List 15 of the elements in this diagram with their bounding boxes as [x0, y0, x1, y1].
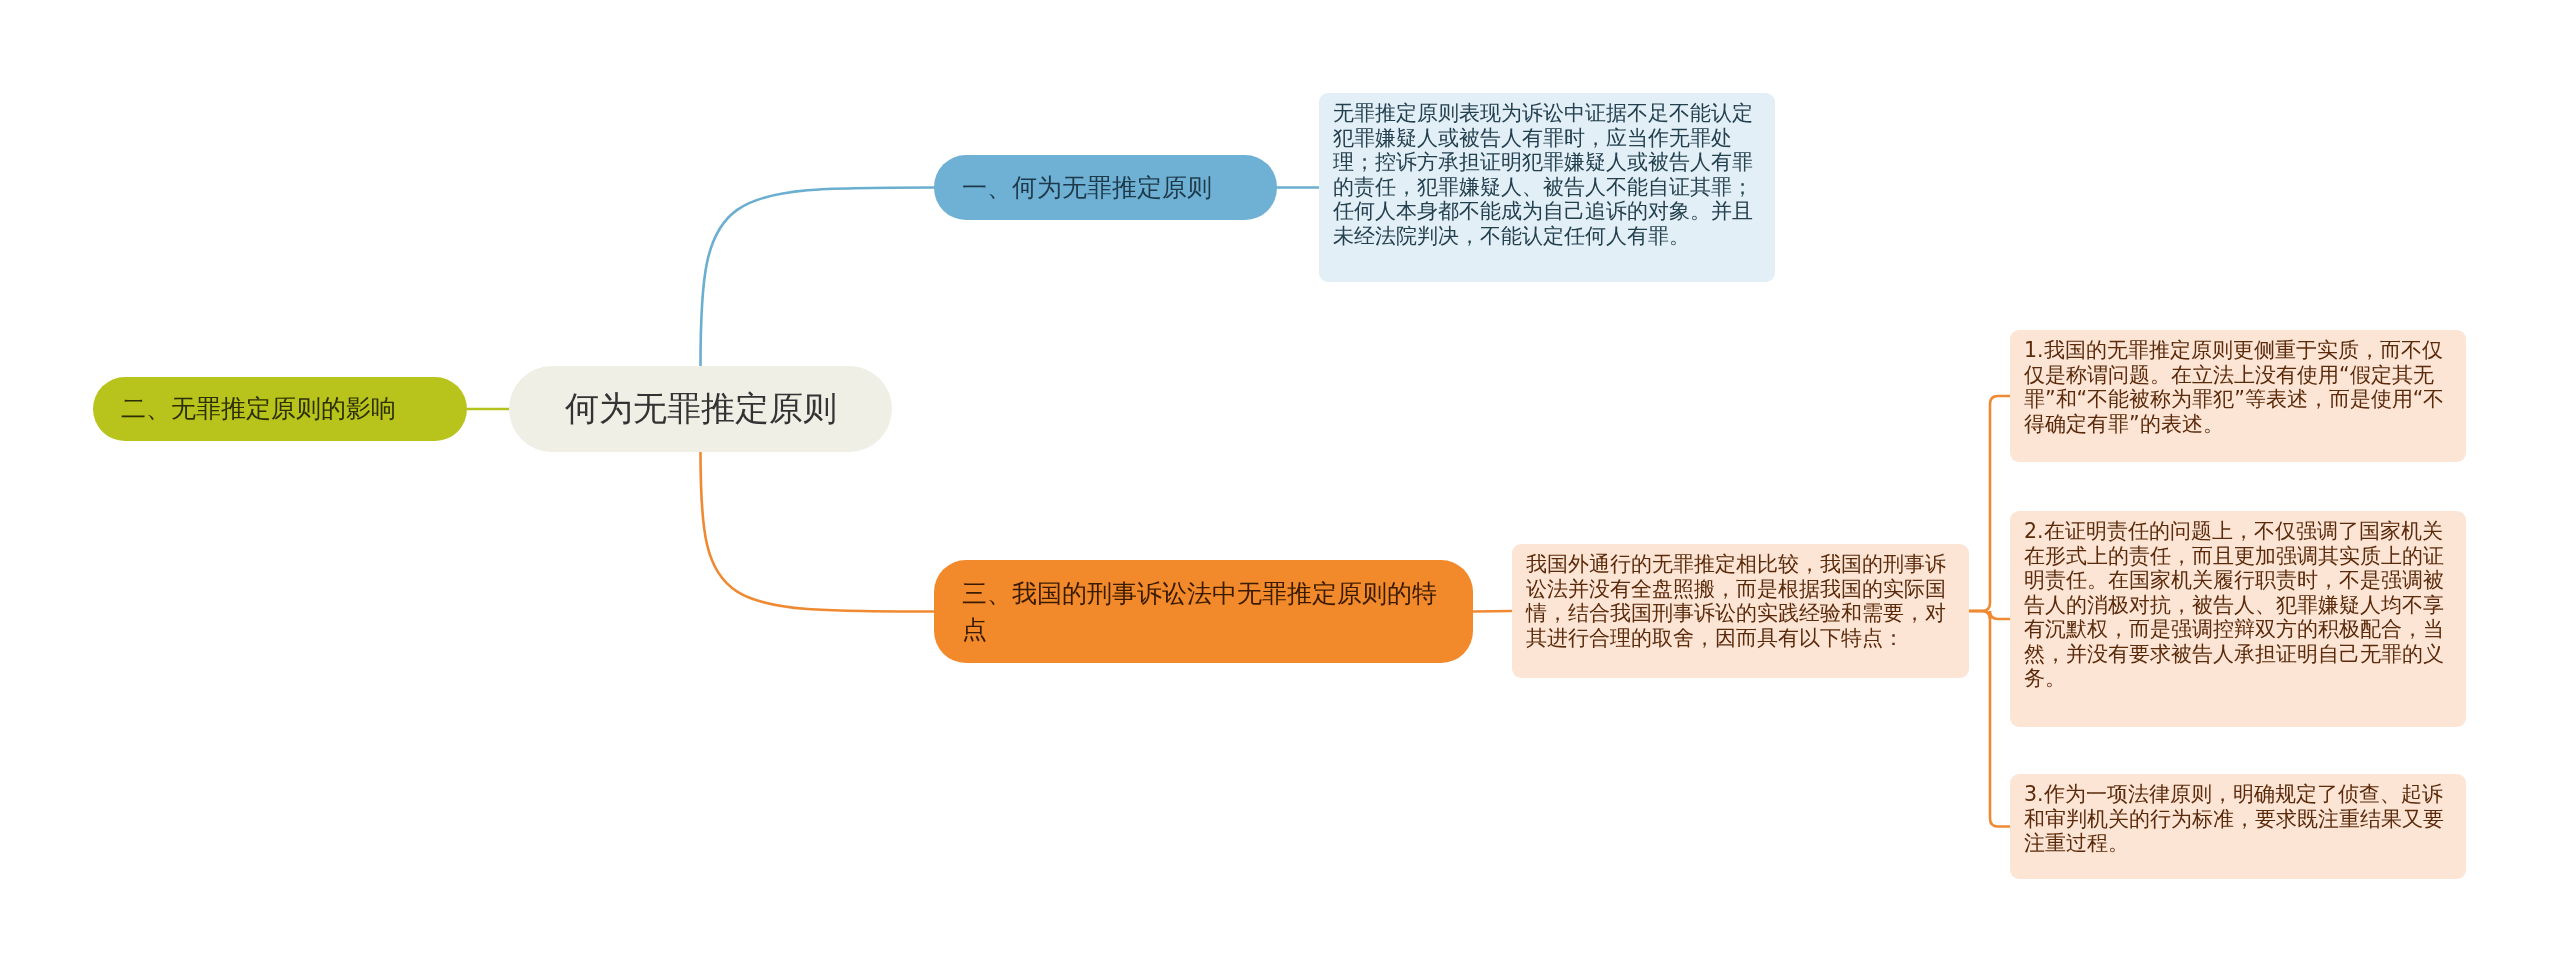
topic-pill: 二、无罪推定原则的影响: [93, 377, 467, 441]
topic-pill: 三、我国的刑事诉讼法中无罪推定原则的特点: [934, 560, 1473, 663]
connector-line: [467, 407, 509, 411]
connector-line: [699, 452, 934, 613]
note-box: 3.作为一项法律原则，明确规定了侦查、起诉和审判机关的行为标准，要求既注重结果又要注重过程。: [2010, 774, 2466, 879]
note-box: 我国外通行的无罪推定相比较，我国的刑事诉讼法并没有全盘照搬，而是根据我国的实际国情，结合我国刑事诉讼的实践经验和需要，对其进行合理的取舍，因而具有以下特点：: [1512, 544, 1969, 678]
note-box: 1.我国的无罪推定原则更侧重于实质，而不仅仅是称谓问题。在立法上没有使用“假定其无罪”和“不能被称为罪犯”等表述，而是使用“不得确定有罪”的表述。: [2010, 330, 2466, 462]
connector-line: [1969, 609, 2010, 828]
connector-line: [1277, 186, 1319, 189]
topic-pill: 一、何为无罪推定原则: [934, 155, 1277, 220]
central-topic: 何为无罪推定原则: [509, 366, 892, 452]
connector-line: [699, 186, 934, 366]
note-box: 无罪推定原则表现为诉讼中证据不足不能认定犯罪嫌疑人或被告人有罪时，应当作无罪处理；控诉方承担证明犯罪嫌疑人或被告人有罪的责任，犯罪嫌疑人、被告人不能自证其罪；任何人本身都不能成为自己追诉的对象。并且未经法院判决，不能认定任何人有罪。: [1319, 93, 1775, 282]
note-box: 2.在证明责任的问题上，不仅强调了国家机关在形式上的责任，而且更加强调其实质上的证明责任。在国家机关履行职责时，不是强调被告人的消极对抗，被告人、犯罪嫌疑人均不享有沉默权，而是强调控辩双方的积极配合，当然，并没有要求被告人承担证明自己无罪的义务。: [2010, 511, 2466, 727]
connector-line: [1473, 609, 1512, 613]
